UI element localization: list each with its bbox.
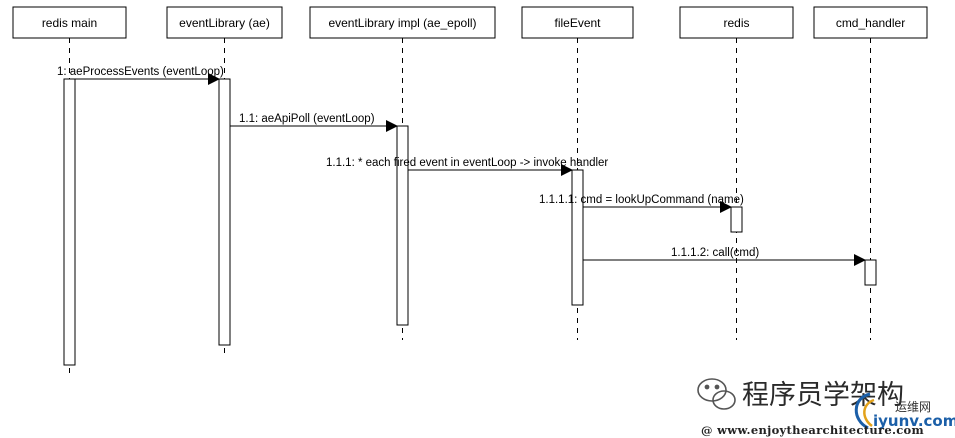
participant-cmd-handler: cmd_handler <box>813 6 928 39</box>
message-label-1-1: 1.1: aeApiPoll (eventLoop) <box>239 113 375 125</box>
participant-label: eventLibrary impl (ae_epoll) <box>328 16 476 30</box>
watermark: 程序员学架构 运维网 iyunv.com @ www.enjoythearchi… <box>697 378 955 437</box>
activation-file-event <box>571 169 584 306</box>
watermark-site: iyunv.com <box>873 412 955 430</box>
participant-event-library: eventLibrary (ae) <box>166 6 283 39</box>
activation-redis-main <box>63 78 76 366</box>
message-arrows <box>75 73 866 266</box>
watermark-url: @ www.enjoythearchitecture.com <box>701 423 924 437</box>
participant-label: redis main <box>42 16 97 30</box>
message-label-1: 1: aeProcessEvents (eventLoop) <box>57 66 224 78</box>
participant-label: cmd_handler <box>836 16 905 30</box>
activation-cmd-handler <box>864 259 877 286</box>
message-label-1-1-1: 1.1.1: * each fired event in eventLoop -… <box>326 157 608 169</box>
participant-label: eventLibrary (ae) <box>179 16 270 30</box>
participant-label: redis <box>723 16 749 30</box>
participant-event-library-impl: eventLibrary impl (ae_epoll) <box>309 6 496 39</box>
watermark-title: 程序员学架构 <box>742 380 904 411</box>
message-label-1-1-1-2: 1.1.1.2: call(cmd) <box>671 247 759 259</box>
message-labels: 1: aeProcessEvents (eventLoop) 1.1: aeAp… <box>57 66 759 259</box>
watermark-site-cn: 运维网 <box>895 400 931 414</box>
activation-redis <box>730 206 743 233</box>
message-label-1-1-1-1: 1.1.1.1: cmd = lookUpCommand (name) <box>539 194 744 206</box>
participant-label: fileEvent <box>554 16 601 30</box>
lifelines <box>69 38 871 376</box>
activation-event-library <box>218 78 231 346</box>
participant-redis-main: redis main <box>12 6 127 39</box>
participant-file-event: fileEvent <box>521 6 634 39</box>
iyunv-logo <box>854 392 875 430</box>
wechat-icon <box>697 378 736 410</box>
activation-event-library-impl <box>396 125 409 326</box>
participant-redis: redis <box>679 6 794 39</box>
activations <box>63 78 877 366</box>
